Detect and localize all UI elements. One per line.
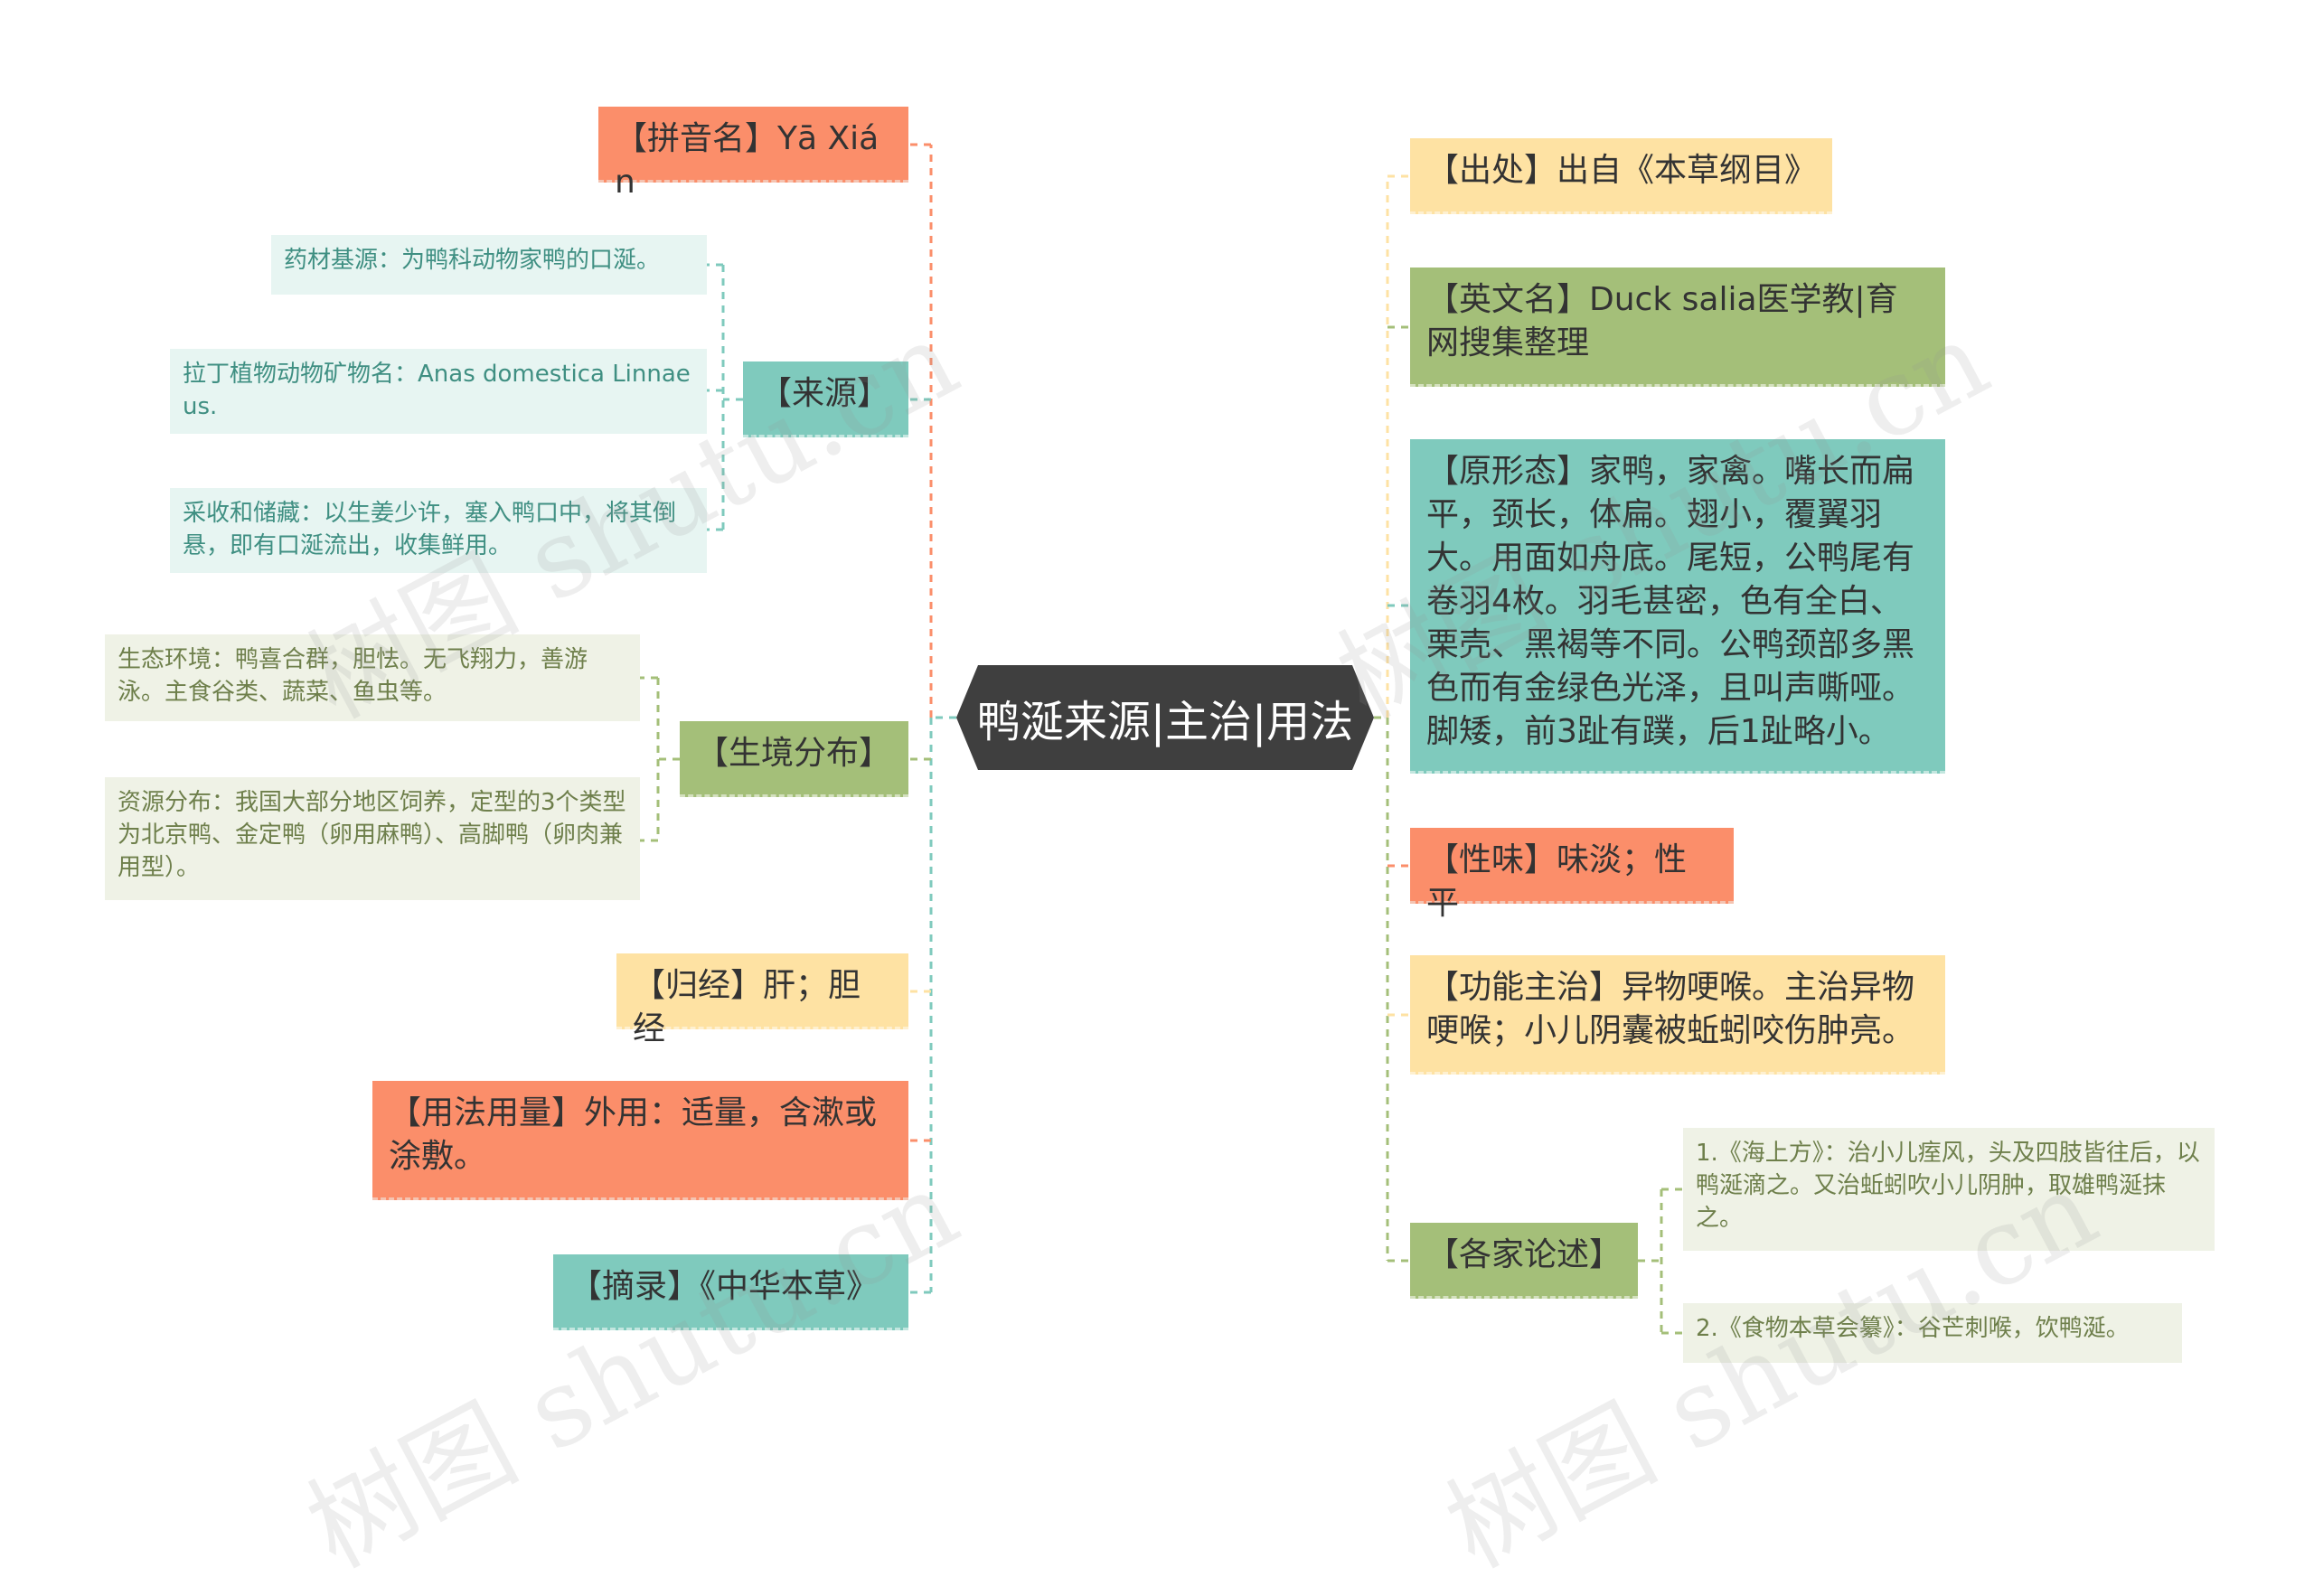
- node-pinyin[interactable]: 【拼音名】Yā Xián: [598, 107, 908, 201]
- link-source-subs: [707, 263, 743, 531]
- node-source-item-3[interactable]: 采收和储藏：以生姜少许，塞入鸭口中，将其倒悬，即有口涎流出，收集鲜用。: [170, 488, 707, 573]
- link-habitat-subs: [640, 676, 680, 842]
- node-discussion-item-1[interactable]: 1.《海上方》：治小儿痓风，头及四肢皆往后，以鸭涎滴之。又治蚯蚓吹小儿阴肿，取雄…: [1683, 1128, 2215, 1251]
- node-english[interactable]: 【英文名】Duck salia医学教|育网搜集整理: [1410, 268, 1945, 387]
- node-source-item-2[interactable]: 拉丁植物动物矿物名：Anas domestica Linnaeus.: [170, 349, 707, 434]
- center-topic[interactable]: 鸭涎来源|主治|用法: [956, 665, 1374, 770]
- node-form[interactable]: 【原形态】家鸭，家禽。嘴长而扁平，颈长，体扁。翅小，覆翼羽大。用面如舟底。尾短，…: [1410, 439, 1945, 774]
- node-excerpt[interactable]: 【摘录】《中华本草》: [553, 1254, 908, 1330]
- node-meridian[interactable]: 【归经】肝；胆经: [616, 953, 908, 1047]
- node-function[interactable]: 【功能主治】异物哽喉。主治异物哽喉；小儿阴囊被蚯蚓咬伤肿亮。: [1410, 955, 1945, 1075]
- link-discussion-subs: [1638, 1188, 1683, 1335]
- node-usage[interactable]: 【用法用量】外用：适量，含漱或涂敷。: [372, 1081, 908, 1200]
- node-habitat-item-1[interactable]: 生态环境：鸭喜合群，胆怯。无飞翔力，善游泳。主食谷类、蔬菜、鱼虫等。: [105, 634, 640, 721]
- node-habitat-item-2[interactable]: 资源分布：我国大部分地区饲养，定型的3个类型为北京鸭、金定鸭（卵用麻鸭）、高脚鸭…: [105, 777, 640, 900]
- node-source-item-1[interactable]: 药材基源：为鸭科动物家鸭的口涎。: [271, 235, 707, 295]
- node-origin[interactable]: 【出处】出自《本草纲目》: [1410, 138, 1832, 214]
- node-source[interactable]: 【来源】: [743, 361, 908, 437]
- node-taste[interactable]: 【性味】味淡；性平: [1410, 828, 1734, 922]
- node-habitat[interactable]: 【生境分布】: [680, 721, 908, 797]
- connector-lines: [640, 143, 1683, 1335]
- node-discussion-item-2[interactable]: 2.《食物本草会纂》：谷芒刺喉，饮鸭涎。: [1683, 1303, 2182, 1363]
- node-discussion[interactable]: 【各家论述】: [1410, 1223, 1638, 1299]
